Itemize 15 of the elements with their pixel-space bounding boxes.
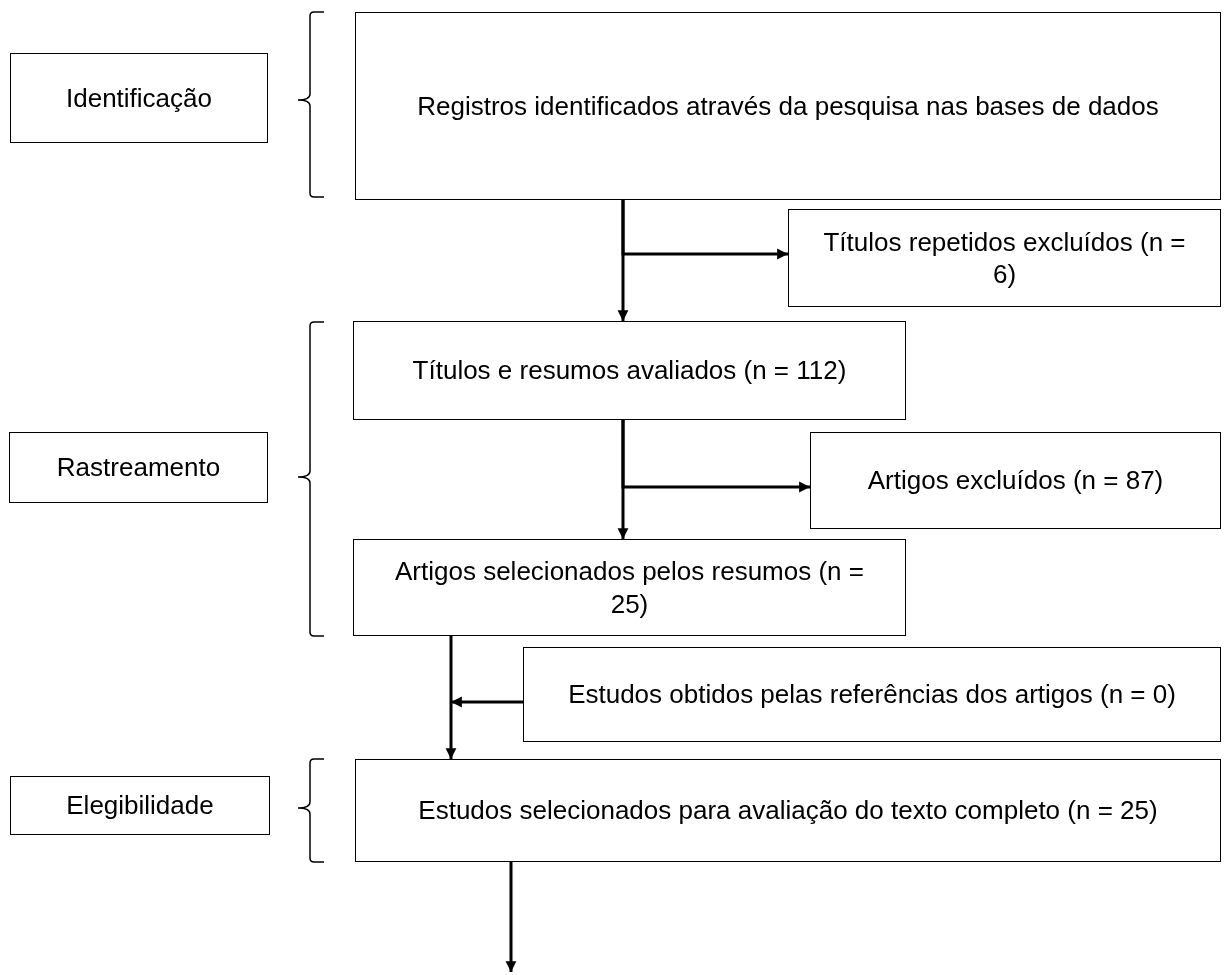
arrow <box>621 200 788 260</box>
process-box: Artigos selecionados pelos resumos (n = 25) <box>353 539 906 636</box>
process-box: Registros identificados através da pesquisa nas bases de dados <box>355 12 1221 200</box>
process-box: Estudos selecionados para avaliação do texto completo (n = 25) <box>355 759 1221 862</box>
process-box: Títulos e resumos avaliados (n = 112) <box>353 321 906 420</box>
arrow <box>451 696 523 708</box>
process-box: Artigos excluídos (n = 87) <box>810 432 1221 529</box>
process-box: Títulos repetidos excluídos (n = 6) <box>788 209 1221 307</box>
process-box: Estudos obtidos pelas referências dos artigos (n = 0) <box>523 647 1221 742</box>
arrow <box>445 636 457 759</box>
arrow <box>505 862 517 972</box>
stage-label: Identificação <box>10 53 268 143</box>
stage-label: Elegibilidade <box>10 776 270 835</box>
arrow <box>621 420 810 493</box>
stage-label: Rastreamento <box>9 432 268 503</box>
